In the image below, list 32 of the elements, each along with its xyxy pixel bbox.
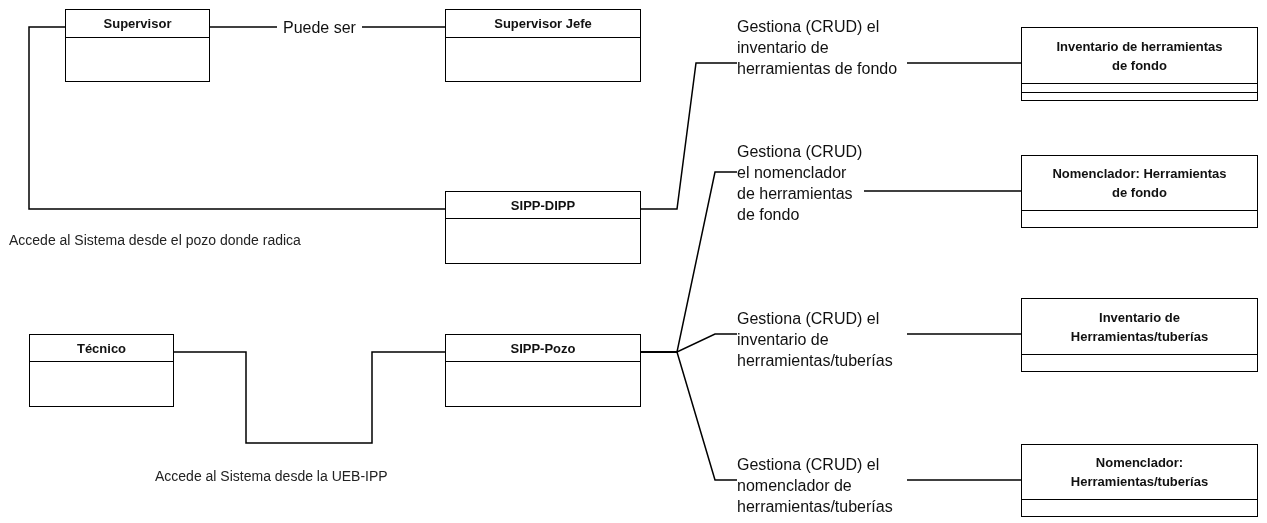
class-name: SIPP-DIPP (510, 196, 576, 215)
association-text: Gestiona (CRUD) el nomenclador de herramientas de fondo (737, 141, 864, 225)
class-box (445, 191, 641, 264)
class-box (65, 9, 210, 82)
class-name: Inventario de herramientas de fondo (1055, 37, 1224, 75)
class-box (445, 9, 641, 82)
class-box (1021, 27, 1258, 101)
class-box (1021, 155, 1258, 228)
association-line (28, 26, 446, 210)
association-text: Gestiona (CRUD) el inventario de herramientas de fondo (737, 16, 907, 79)
class-name: Nomenclador: Herramientas de fondo (1052, 165, 1227, 202)
association-line (906, 333, 1022, 335)
class-name: Inventario de Herramientas/tuberías (1069, 308, 1210, 346)
association-line (640, 351, 738, 481)
class-name: SIPP-Pozo (510, 339, 576, 358)
class-box (29, 334, 174, 407)
association-line (906, 479, 1022, 481)
class-name: Técnico (76, 339, 127, 358)
association-line (173, 351, 446, 444)
association-line (863, 190, 1022, 192)
association-line (640, 62, 738, 210)
association-text: Gestiona (CRUD) el inventario de herramientas/tuberías (737, 308, 907, 371)
class-box (1021, 298, 1258, 372)
note-text: Accede al Sistema desde la UEB-IPP (155, 468, 388, 484)
note-text: Accede al Sistema desde el pozo donde radica (9, 232, 301, 248)
class-box (1021, 444, 1258, 517)
class-name: Supervisor Jefe (494, 15, 592, 33)
association-line (906, 62, 1022, 64)
class-name: Nomenclador: Herramientas/tuberías (1069, 454, 1210, 491)
class-name: Supervisor (103, 15, 172, 33)
association-text: Gestiona (CRUD) el nomenclador de herramientas/tuberías (737, 454, 907, 517)
class-box (445, 334, 641, 407)
